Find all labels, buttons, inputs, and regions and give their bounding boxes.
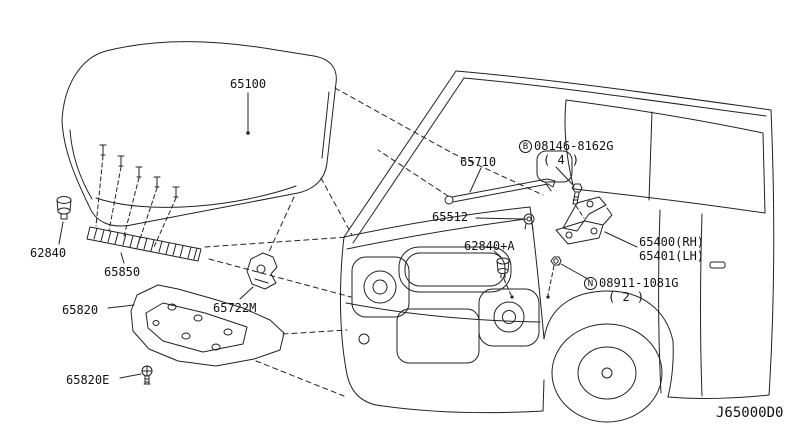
door-seam-2 [700, 213, 703, 397]
part-label-seal: 65850 [104, 265, 141, 279]
bracket-outline [246, 252, 278, 290]
part-label-hinge: 65400(RH) 65401(LH) [639, 235, 704, 264]
lower-grille [396, 308, 480, 364]
nut-leader [560, 263, 589, 280]
headlight-left [351, 256, 410, 318]
bolt-qty: ( 4 ) [543, 153, 580, 168]
rod-clip-drawing [475, 213, 535, 230]
insulator-inner [145, 302, 248, 353]
wheel-outer [551, 323, 663, 423]
front-mid-line [345, 302, 541, 323]
front-right-edge [529, 206, 545, 340]
nut-qty: ( 2 ) [608, 290, 645, 305]
car-drawing [339, 70, 775, 423]
roof-line [455, 70, 772, 111]
clip-leader [119, 373, 142, 379]
part-label-grommet: 62840 [30, 246, 67, 260]
seal-drawing [86, 226, 202, 264]
bolt-leader [555, 166, 574, 186]
hood-left-inner [69, 129, 93, 200]
diagram-code: J65000D0 [716, 405, 784, 421]
part-label-rod: 65710 [460, 155, 497, 169]
part-label-grommet-a: 62840+A [464, 239, 515, 253]
bracket-leader [239, 286, 254, 300]
seal-leader [120, 252, 125, 264]
grommet-a-leader [493, 250, 502, 258]
rod-leader [469, 167, 482, 193]
b-pillar-line [648, 111, 653, 201]
grille-inner [404, 252, 506, 287]
bolt-prefix-circle: B [519, 139, 532, 153]
hood-drawing [61, 41, 337, 227]
hood-crease [95, 185, 297, 208]
door-handle [709, 261, 726, 269]
grommet-a-drawing [493, 250, 514, 299]
part-label-hood: 65100 [230, 77, 267, 91]
wheel-inner [577, 346, 637, 400]
cowl-line-2 [346, 218, 527, 250]
hinge-lh-number: 65401(LH) [639, 249, 705, 264]
front-left-edge [339, 236, 377, 406]
bolt-number: 08146-8162G [534, 139, 614, 153]
hood-label-leader [246, 92, 250, 135]
insulator-leader [107, 304, 135, 309]
rocker-line [667, 394, 770, 399]
body-rear-edge [768, 109, 775, 396]
nut-drawing [546, 256, 589, 299]
clip-drop-lines [95, 155, 177, 248]
grommet-62840-drawing [56, 196, 72, 245]
grille [398, 246, 512, 293]
nut-number: 08911-1081G [599, 276, 679, 290]
part-label-bracket: 65722M [213, 301, 257, 315]
hinge-leader [604, 231, 638, 248]
seal-hatching [93, 227, 198, 260]
cowl-line [343, 206, 531, 238]
wheel-hub [601, 367, 613, 379]
bolt-drawing [555, 166, 585, 219]
hood-right-inner [321, 91, 330, 159]
wheel-arch [543, 290, 674, 342]
part-label-insulator-clip: 65820E [66, 373, 110, 387]
fog-light [358, 333, 370, 345]
seal-outline [86, 226, 202, 262]
hood-seal-clips [95, 144, 180, 248]
bumper-bottom [375, 404, 544, 414]
rod-drawing [444, 167, 556, 205]
part-label-insulator: 65820 [62, 303, 99, 317]
clip-65820E-drawing [119, 365, 153, 385]
door-seam-1 [658, 209, 662, 394]
hinge-rh-number: 65400(RH) [639, 235, 705, 249]
grommet-leader [58, 221, 64, 245]
insulator-outline [130, 284, 285, 367]
hood-outline [61, 41, 337, 227]
hinge-drawing [555, 196, 638, 248]
insulator-drawing [107, 284, 285, 367]
construction-lines [204, 87, 544, 397]
roof-inner-line [463, 77, 767, 117]
a-pillar [343, 70, 465, 244]
part-label-rod-clip: 65512 [432, 210, 469, 224]
side-window [564, 99, 766, 214]
headlight-right [478, 288, 540, 347]
rod-clip-leader [475, 217, 524, 220]
nut-prefix-circle: N [584, 276, 597, 290]
